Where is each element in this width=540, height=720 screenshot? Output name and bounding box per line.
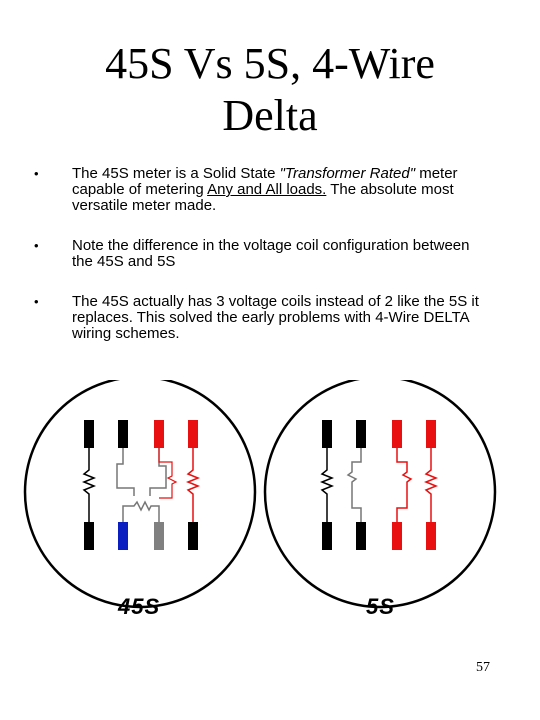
meter-5s-face [263, 380, 497, 609]
meter-45s-diagram [23, 380, 257, 609]
bullet-dot: • [34, 238, 39, 253]
bullet-1-text-3: The absolute most versatile meter made. [72, 181, 454, 214]
bullet-dot: • [34, 166, 39, 181]
bullet-1-text-2: meter capable of metering [72, 165, 458, 198]
terminal-5s-top-1 [322, 420, 332, 448]
slide-title: 45S Vs 5S, 4-Wire Delta [0, 38, 540, 142]
current-coil-45s-right [185, 448, 201, 522]
terminal-5s-top-2 [356, 420, 366, 448]
diagram-label-5s: 5S [366, 594, 395, 619]
bullet-list: • The 45S meter is a Solid State "Transf… [34, 166, 494, 366]
meter-5s-diagram [263, 380, 497, 609]
terminal-45s-top-1 [84, 420, 94, 448]
terminal-45s-bottom-1 [84, 522, 94, 550]
current-coil-5s-left [319, 448, 335, 522]
terminal-45s-bottom-4 [188, 522, 198, 550]
current-coil-45s-left [81, 448, 97, 522]
terminal-45s-bottom-2 [118, 522, 128, 550]
terminal-5s-top-4 [426, 420, 436, 448]
current-coil-5s-right [423, 448, 439, 522]
meter-45s-face [23, 380, 257, 609]
bullet-2-text: Note the difference in the voltage coil … [72, 237, 470, 270]
title-line-2: Delta [222, 91, 318, 140]
terminal-45s-top-3 [154, 420, 164, 448]
terminal-45s-top-4 [188, 420, 198, 448]
voltage-coil-5s-black [346, 448, 362, 522]
bullet-item-2: • Note the difference in the voltage coi… [34, 238, 494, 270]
voltage-coil-45s-3 [122, 500, 160, 522]
voltage-coil-5s-red [396, 448, 413, 522]
diagram-label-45s: 45S [118, 594, 161, 619]
terminal-5s-bottom-2 [356, 522, 366, 550]
page-number: 57 [476, 660, 490, 675]
terminal-5s-top-3 [392, 420, 402, 448]
terminal-45s-top-2 [118, 420, 128, 448]
meter-diagrams [23, 380, 497, 609]
voltage-coil-45s-1 [116, 448, 135, 496]
title-line-1: 45S Vs 5S, 4-Wire [105, 39, 435, 88]
terminal-5s-bottom-1 [322, 522, 332, 550]
terminal-5s-bottom-3 [392, 522, 402, 550]
bullet-item-1: • The 45S meter is a Solid State "Transf… [34, 166, 494, 214]
bullet-1-text: The 45S meter is a Solid State [72, 165, 280, 182]
bullet-dot: • [34, 294, 39, 309]
bullet-1-italic: "Transformer Rated" [279, 165, 416, 182]
terminal-45s-bottom-3 [154, 522, 164, 550]
voltage-coil-45s-2 [149, 448, 167, 496]
voltage-coil-45s-red [158, 448, 178, 499]
bullet-3-text: The 45S actually has 3 voltage coils ins… [72, 293, 479, 342]
bullet-item-3: • The 45S actually has 3 voltage coils i… [34, 294, 494, 342]
bullet-1-underlined: Any and All loads. [207, 181, 327, 198]
terminal-5s-bottom-4 [426, 522, 436, 550]
